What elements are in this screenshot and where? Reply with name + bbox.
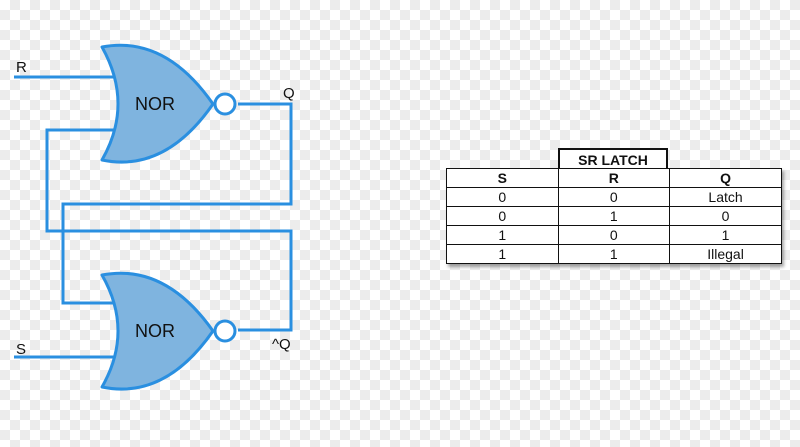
gate-bottom-label: NOR [135,321,175,341]
table-row: 1 1 Illegal [446,244,782,264]
cell-r: 1 [557,206,671,226]
cell-q: 0 [669,206,782,226]
cell-q: Latch [669,187,782,207]
sr-latch-truth-table: SR LATCH S R Q 0 0 Latch 0 1 0 1 0 1 [446,148,782,264]
table-row: 1 0 1 [446,225,782,245]
inverter-bubble-top [213,92,237,116]
cell-r: 0 [557,187,671,207]
input-r-label: R [16,59,27,76]
cell-q: Illegal [669,244,782,264]
wire-top-feedback-input [45,128,293,332]
header-q: Q [669,168,782,188]
truth-table-title: SR LATCH [558,148,668,168]
cell-s: 1 [446,244,559,264]
cell-q: 1 [669,225,782,245]
inverter-bubble-bottom [213,319,237,343]
nor-gate-top: NOR [100,43,237,164]
nor-gate-bottom: NOR [100,271,237,391]
table-row: 0 0 Latch [446,187,782,207]
cell-s: 0 [446,206,559,226]
truth-table-header-row: S R Q [446,168,782,188]
output-q-not-label: ^Q [272,336,291,353]
input-s-label: S [16,341,26,358]
cell-r: 1 [557,244,671,264]
wire-q-output [61,102,293,305]
truth-table-grid: S R Q 0 0 Latch 0 1 0 1 0 1 1 [446,168,782,264]
gate-top-label: NOR [135,94,175,114]
cell-s: 0 [446,187,559,207]
table-row: 0 1 0 [446,206,782,226]
header-r: R [557,168,671,188]
cell-s: 1 [446,225,559,245]
header-s: S [446,168,559,188]
cell-r: 0 [557,225,671,245]
output-q-label: Q [283,85,295,102]
